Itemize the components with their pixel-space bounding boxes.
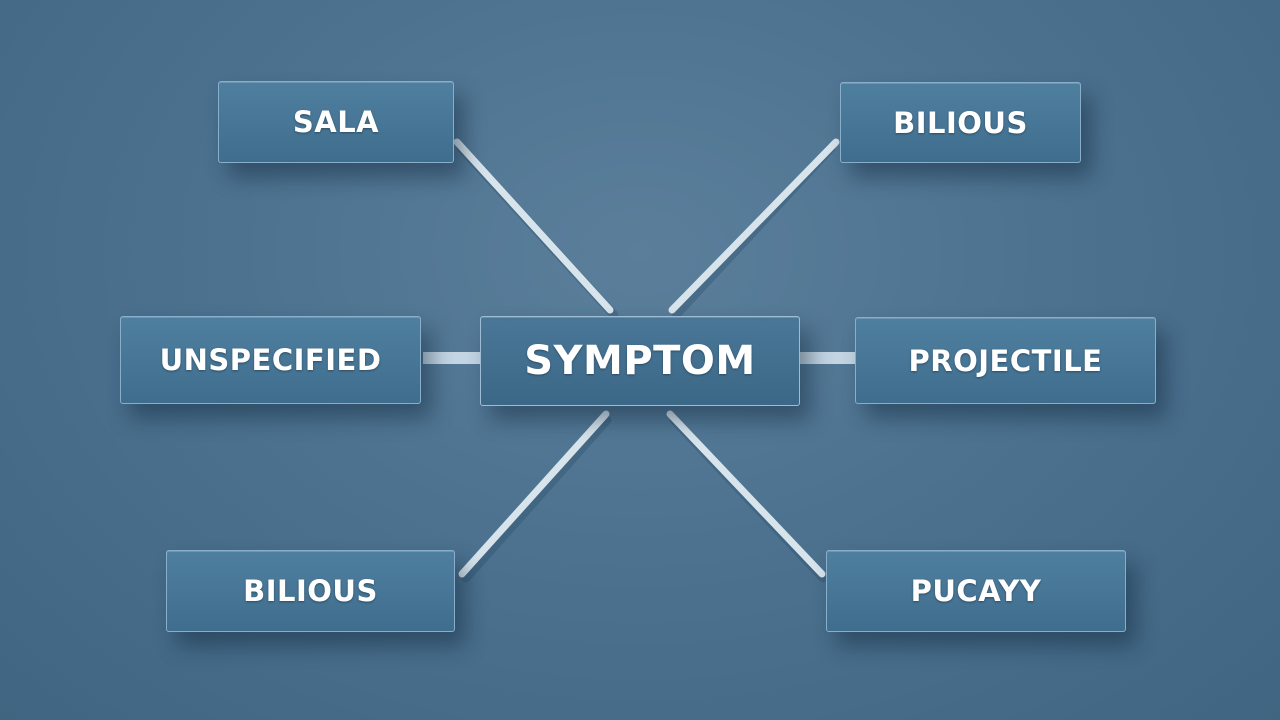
- node-mid-left[interactable]: UNSPECIFIED: [120, 316, 421, 404]
- node-mid-left-label: UNSPECIFIED: [159, 343, 382, 377]
- node-center[interactable]: SYMPTOM: [480, 316, 800, 406]
- node-bottom-right[interactable]: PUCAYY: [826, 550, 1126, 632]
- node-bottom-left[interactable]: BILIOUS: [166, 550, 455, 632]
- node-mid-right[interactable]: PROJECTILE: [855, 317, 1156, 404]
- node-top-left[interactable]: SALA: [218, 81, 454, 163]
- node-bottom-right-label: PUCAYY: [910, 574, 1042, 608]
- connector-bottom-right: [666, 410, 826, 578]
- connector-bottom-left: [458, 410, 610, 578]
- node-top-right[interactable]: BILIOUS: [840, 82, 1081, 163]
- node-center-label: SYMPTOM: [524, 338, 756, 384]
- node-mid-right-label: PROJECTILE: [908, 343, 1103, 378]
- connector-top-left: [453, 138, 614, 314]
- connector-top-right: [668, 138, 840, 314]
- node-top-left-label: SALA: [292, 105, 380, 139]
- node-top-right-label: BILIOUS: [893, 105, 1028, 140]
- connector-shadow-bottom-left: [461, 415, 612, 583]
- node-bottom-left-label: BILIOUS: [243, 574, 378, 608]
